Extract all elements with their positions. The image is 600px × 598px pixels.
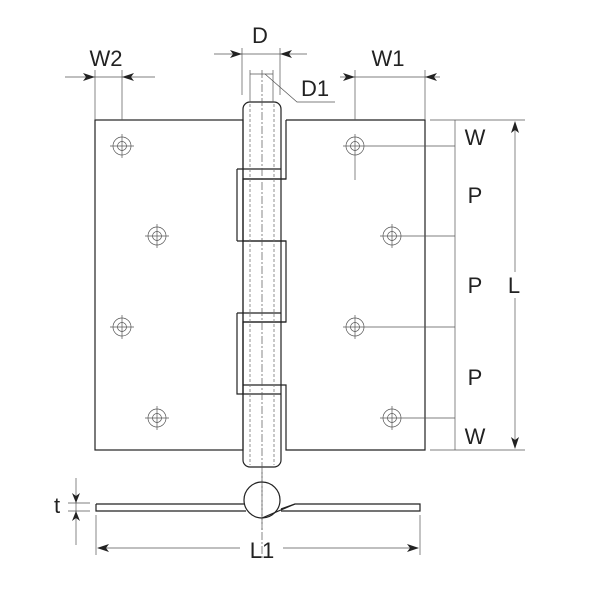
d1-leader: [249, 70, 335, 103]
hole-icon: [343, 134, 455, 180]
t-dimension: [68, 478, 90, 545]
knuckle-joints: [236, 168, 286, 395]
label-p1: P: [468, 183, 483, 208]
arrow-icon: [72, 493, 80, 521]
l1-dimension: [95, 515, 421, 555]
label-w-bottom: W: [465, 424, 486, 449]
label-w2: W2: [90, 46, 123, 71]
side-view-bend: [261, 503, 296, 519]
label-p2: P: [468, 273, 483, 298]
label-l1: L1: [250, 538, 274, 563]
hole-icon: [343, 315, 455, 339]
hole-icon: [145, 224, 169, 248]
hole-icon: [145, 406, 169, 430]
hole-icon: [380, 224, 455, 248]
label-l: L: [508, 273, 520, 298]
arrow-icon: [83, 73, 134, 81]
label-t: t: [54, 493, 60, 518]
hole-icon: [380, 406, 455, 430]
hole-icon: [110, 315, 134, 339]
w2-dimension: [65, 70, 155, 120]
label-d1: D1: [301, 76, 329, 101]
screw-holes: [110, 134, 455, 430]
d-dimension: [214, 48, 307, 95]
w1-dimension: [340, 70, 440, 120]
label-w1: W1: [372, 46, 405, 71]
label-w-top: W: [465, 125, 486, 150]
length-extension-lines: [430, 119, 525, 451]
left-leaf: [94, 119, 244, 451]
label-d: D: [252, 23, 268, 48]
hole-icon: [110, 134, 134, 158]
label-p3: P: [468, 365, 483, 390]
side-view-leaves: [95, 503, 421, 512]
